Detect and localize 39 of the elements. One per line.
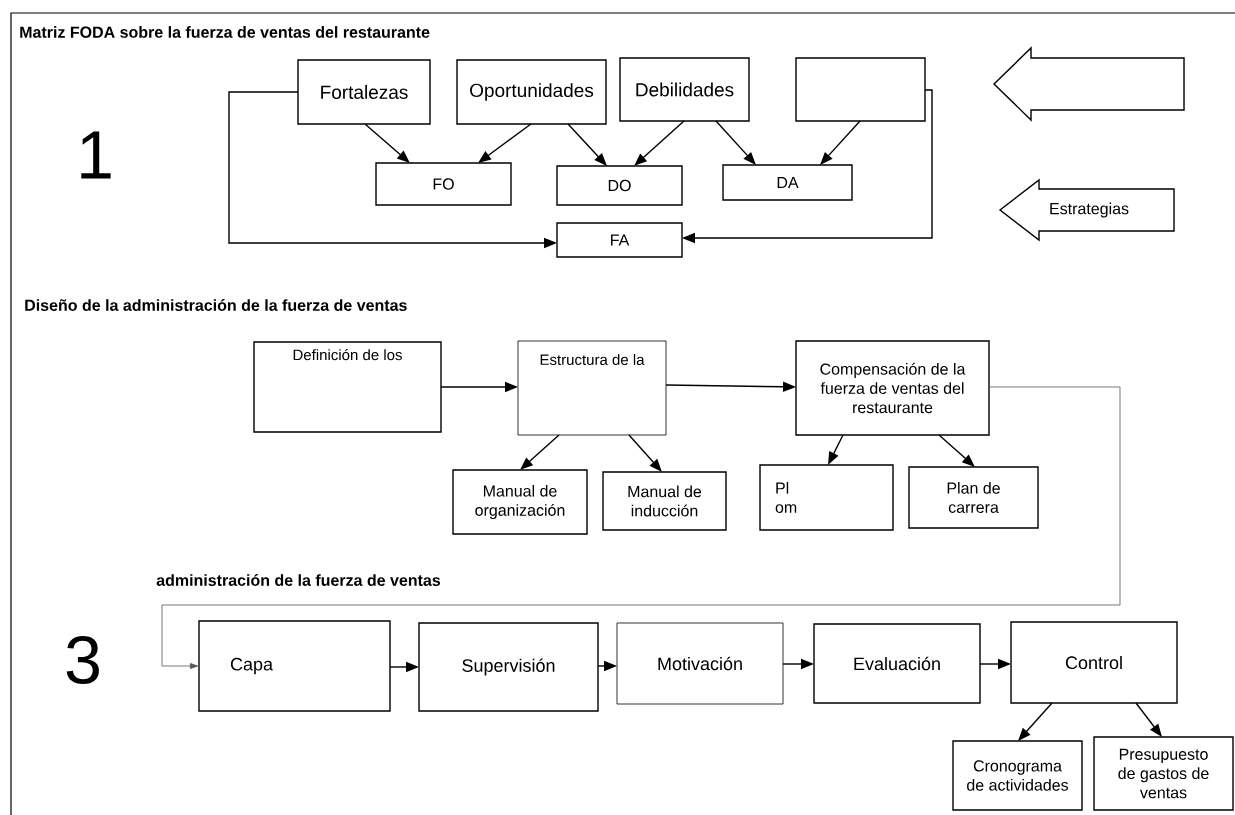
arrow bbox=[628, 434, 662, 472]
section-number: 1 bbox=[81, 131, 111, 179]
process-box: Control bbox=[1010, 621, 1178, 704]
section-heading: Diseño de la administración de la fuerza de ventas bbox=[25, 299, 407, 311]
arrow bbox=[520, 434, 560, 470]
process-box: FA bbox=[556, 222, 683, 258]
process-box: Compensación de la fuerza de ventas del restaurante bbox=[795, 340, 990, 436]
process-box: Fortalezas bbox=[297, 59, 431, 125]
section-heading: administración de la fuerza de ventas bbox=[156, 574, 441, 586]
arrow bbox=[1018, 702, 1053, 741]
process-box: Pl om bbox=[759, 464, 894, 531]
arrow bbox=[634, 120, 685, 166]
arrow bbox=[1135, 702, 1162, 737]
process-box: Motivación bbox=[616, 622, 784, 705]
arrow bbox=[938, 434, 975, 467]
process-box: FO bbox=[375, 162, 512, 206]
arrow bbox=[820, 120, 861, 165]
section-heading: Matriz FODA sobre la fuerza de ventas del restaurante bbox=[20, 26, 430, 38]
process-box: Definición de los bbox=[253, 341, 442, 433]
process-box: Plan de carrera bbox=[908, 466, 1039, 529]
process-box: Cronograma de actividades bbox=[952, 740, 1083, 811]
section-number: 3 bbox=[66, 635, 99, 685]
empty-box bbox=[795, 57, 926, 122]
process-box: DO bbox=[556, 165, 683, 206]
arrow bbox=[161, 386, 1121, 669]
arrow bbox=[567, 123, 607, 166]
process-box: Oportunidades bbox=[456, 59, 607, 125]
process-box: Capa bbox=[198, 620, 391, 712]
process-box: Manual de inducción bbox=[602, 471, 727, 531]
arrow bbox=[364, 123, 410, 163]
process-box: Presupuesto de gastos de ventas bbox=[1093, 736, 1234, 811]
process-box: Supervisión bbox=[418, 622, 599, 712]
arrow bbox=[478, 123, 532, 163]
process-box: Evaluación bbox=[813, 623, 981, 704]
process-box: DA bbox=[722, 164, 853, 201]
arrow bbox=[715, 120, 756, 165]
process-box: Estructura de la bbox=[517, 340, 667, 436]
process-box: Manual de organización bbox=[452, 469, 588, 535]
process-box: Debilidades bbox=[619, 57, 750, 122]
